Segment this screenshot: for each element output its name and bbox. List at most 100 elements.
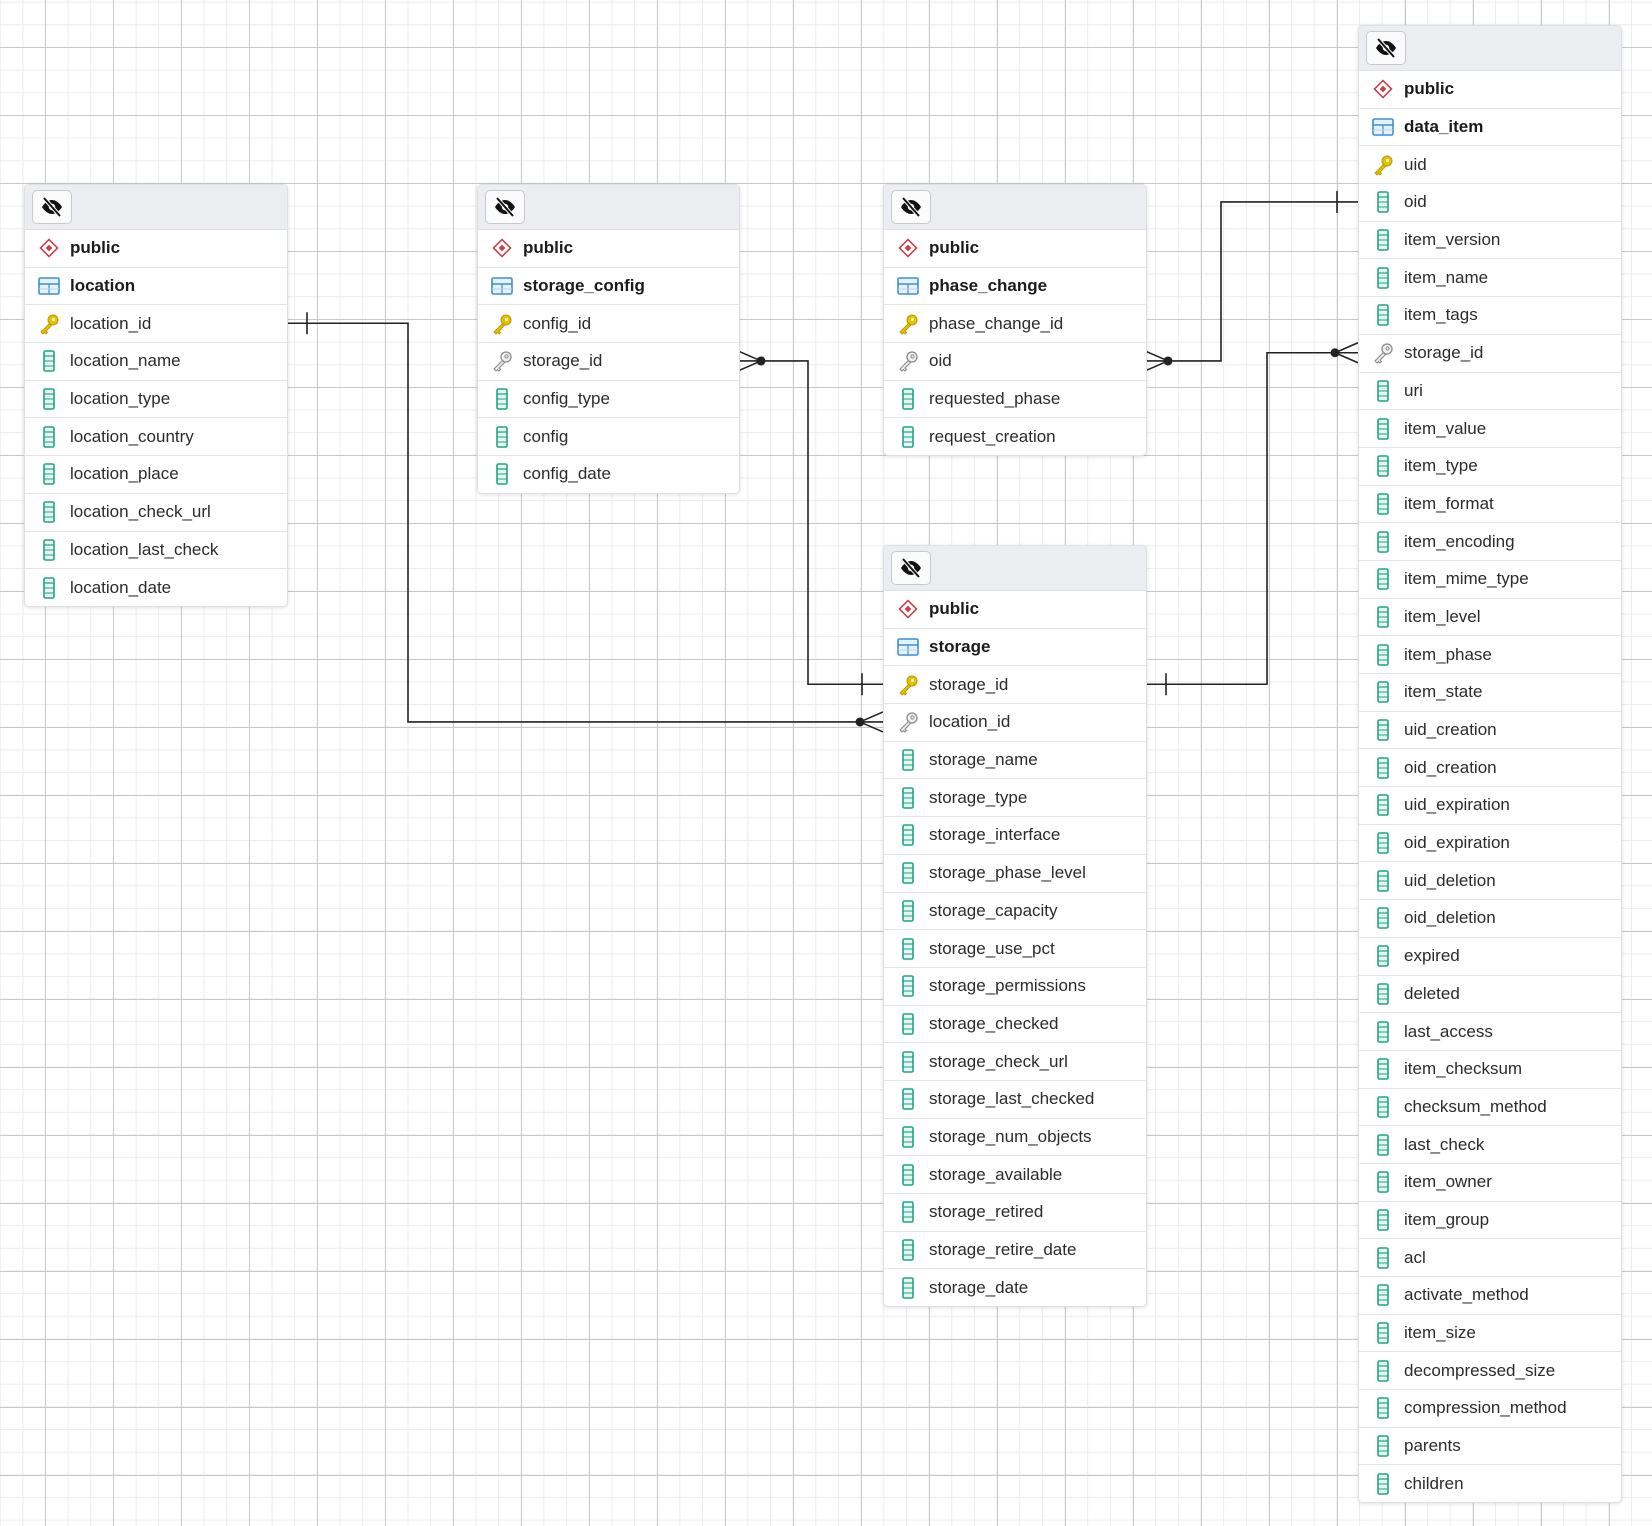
table-name-row[interactable]: storage	[884, 629, 1146, 667]
table-node-header[interactable]	[884, 546, 1146, 591]
column-row[interactable]: location_id	[25, 305, 287, 344]
column-row[interactable]: storage_last_checked	[884, 1081, 1146, 1119]
column-row[interactable]: location_id	[884, 704, 1146, 742]
column-row[interactable]: last_check	[1359, 1126, 1621, 1164]
column-row[interactable]: storage_retire_date	[884, 1232, 1146, 1270]
column-row[interactable]: deleted	[1359, 976, 1621, 1014]
column-row[interactable]: location_type	[25, 381, 287, 419]
table-name-row[interactable]: data_item	[1359, 109, 1621, 147]
column-row[interactable]: item_checksum	[1359, 1051, 1621, 1089]
column-row[interactable]: activate_method	[1359, 1277, 1621, 1315]
column-icon	[37, 462, 61, 486]
column-row[interactable]: checksum_method	[1359, 1089, 1621, 1127]
column-row[interactable]: item_version	[1359, 222, 1621, 260]
column-row[interactable]: item_type	[1359, 448, 1621, 486]
table-name-row[interactable]: phase_change	[884, 268, 1146, 306]
column-row[interactable]: storage_checked	[884, 1006, 1146, 1044]
column-row[interactable]: location_name	[25, 343, 287, 381]
column-row[interactable]: compression_method	[1359, 1390, 1621, 1428]
column-row[interactable]: phase_change_id	[884, 305, 1146, 344]
column-row[interactable]: storage_phase_level	[884, 855, 1146, 893]
column-row[interactable]: storage_use_pct	[884, 930, 1146, 968]
column-row[interactable]: storage_date	[884, 1269, 1146, 1306]
column-row[interactable]: item_state	[1359, 674, 1621, 712]
column-row[interactable]: acl	[1359, 1239, 1621, 1277]
column-row[interactable]: storage_id	[1359, 335, 1621, 373]
column-row[interactable]: config_type	[478, 381, 739, 419]
column-row[interactable]: storage_type	[884, 779, 1146, 818]
column-row[interactable]: item_name	[1359, 259, 1621, 298]
schema-row[interactable]: public	[478, 230, 739, 268]
column-row[interactable]: storage_retired	[884, 1194, 1146, 1232]
column-row[interactable]: storage_interface	[884, 817, 1146, 855]
column-row[interactable]: oid_deletion	[1359, 900, 1621, 938]
column-row-label: activate_method	[1404, 1285, 1529, 1305]
toggle-details-button[interactable]	[32, 190, 72, 224]
column-row[interactable]: storage_check_url	[884, 1043, 1146, 1081]
column-row[interactable]: storage_num_objects	[884, 1119, 1146, 1157]
column-row[interactable]: oid_expiration	[1359, 825, 1621, 863]
column-row[interactable]: item_owner	[1359, 1164, 1621, 1202]
column-row[interactable]: requested_phase	[884, 381, 1146, 419]
schema-row[interactable]: public	[884, 230, 1146, 268]
column-row[interactable]: storage_capacity	[884, 893, 1146, 931]
column-row[interactable]: oid_creation	[1359, 749, 1621, 788]
table-name-row[interactable]: storage_config	[478, 268, 739, 306]
column-row[interactable]: item_tags	[1359, 297, 1621, 335]
toggle-details-button[interactable]	[485, 190, 525, 224]
column-row[interactable]: location_last_check	[25, 532, 287, 570]
column-row[interactable]: uri	[1359, 373, 1621, 411]
column-row[interactable]: config_date	[478, 456, 739, 493]
table-name-row[interactable]: location	[25, 268, 287, 306]
toggle-details-button[interactable]	[891, 551, 931, 585]
column-row[interactable]: oid	[1359, 184, 1621, 222]
toggle-details-button[interactable]	[1366, 31, 1406, 65]
table-node-header[interactable]	[25, 185, 287, 230]
column-row[interactable]: item_encoding	[1359, 523, 1621, 561]
schema-row[interactable]: public	[1359, 71, 1621, 109]
column-row[interactable]: item_level	[1359, 599, 1621, 637]
column-row[interactable]: parents	[1359, 1428, 1621, 1466]
column-row[interactable]: storage_name	[884, 742, 1146, 780]
column-row[interactable]: location_place	[25, 456, 287, 494]
column-row[interactable]: storage_permissions	[884, 968, 1146, 1006]
column-row[interactable]: location_country	[25, 418, 287, 457]
column-row[interactable]: last_access	[1359, 1013, 1621, 1051]
column-row[interactable]: request_creation	[884, 418, 1146, 455]
toggle-details-button[interactable]	[891, 190, 931, 224]
column-row[interactable]: children	[1359, 1465, 1621, 1502]
table-node-header[interactable]	[884, 185, 1146, 230]
column-row[interactable]: uid_expiration	[1359, 787, 1621, 825]
table-node-header[interactable]	[1359, 26, 1621, 71]
schema-row[interactable]: public	[884, 591, 1146, 629]
column-row[interactable]: item_mime_type	[1359, 561, 1621, 599]
column-row[interactable]: uid	[1359, 146, 1621, 185]
column-row[interactable]: storage_id	[478, 343, 739, 381]
column-icon	[896, 1087, 920, 1111]
column-row[interactable]: uid_deletion	[1359, 862, 1621, 901]
schema-row[interactable]: public	[25, 230, 287, 268]
column-row[interactable]: storage_available	[884, 1156, 1146, 1194]
column-row[interactable]: location_date	[25, 569, 287, 606]
column-icon	[1371, 1095, 1395, 1119]
column-row[interactable]: item_size	[1359, 1315, 1621, 1353]
column-row[interactable]: uid_creation	[1359, 712, 1621, 750]
column-row[interactable]: location_check_url	[25, 494, 287, 532]
column-row[interactable]: item_value	[1359, 410, 1621, 448]
column-row[interactable]: expired	[1359, 938, 1621, 976]
column-row[interactable]: item_group	[1359, 1202, 1621, 1240]
column-row[interactable]: oid	[884, 343, 1146, 381]
column-row[interactable]: storage_id	[884, 666, 1146, 705]
column-row[interactable]: item_format	[1359, 486, 1621, 524]
column-row[interactable]: config_id	[478, 305, 739, 344]
table-node-header[interactable]	[478, 185, 739, 230]
column-row[interactable]: decompressed_size	[1359, 1352, 1621, 1391]
column-row[interactable]: item_phase	[1359, 636, 1621, 674]
column-row[interactable]: config	[478, 418, 739, 457]
